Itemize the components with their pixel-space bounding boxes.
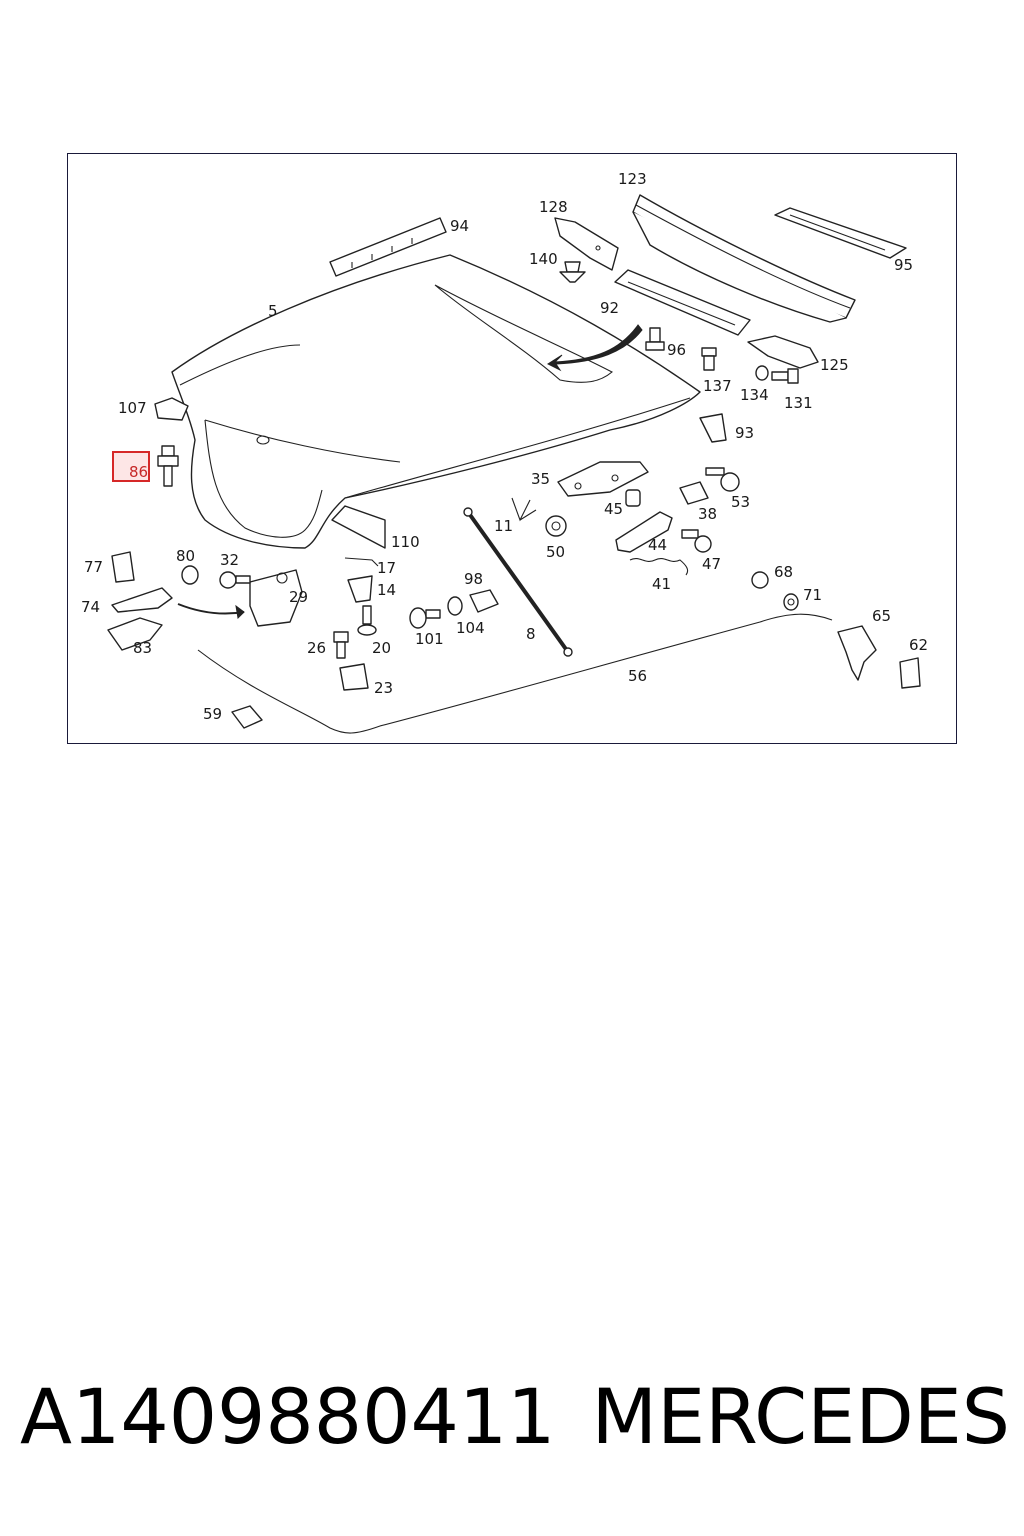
callout-140: 140	[529, 250, 558, 268]
gas-strut-8	[463, 507, 573, 657]
part-number: A1409880411	[20, 1372, 556, 1461]
callout-44: 44	[648, 536, 667, 554]
plug-80	[181, 565, 199, 585]
lever-44	[615, 511, 673, 553]
strip-94	[329, 217, 447, 277]
callout-20: 20	[372, 639, 391, 657]
sleeve-38	[679, 481, 709, 505]
callout-86-highlighted: 86	[129, 463, 148, 481]
callout-80: 80	[176, 547, 195, 565]
callout-26: 26	[307, 639, 326, 657]
deflector-110	[331, 505, 386, 549]
callout-17: 17	[377, 559, 396, 577]
callout-125: 125	[820, 356, 849, 374]
nut-104	[447, 596, 463, 616]
seal-123	[632, 194, 856, 323]
grommet-68	[751, 571, 769, 589]
bolt-96	[645, 327, 665, 351]
callout-98: 98	[464, 570, 483, 588]
hood-part	[171, 254, 701, 549]
callout-74: 74	[81, 598, 100, 616]
clip-77	[111, 551, 135, 583]
cover-83	[107, 617, 163, 651]
release-handle-65	[837, 625, 877, 681]
callout-59: 59	[203, 705, 222, 723]
bolt-47	[681, 529, 712, 553]
bolt-26	[333, 631, 349, 659]
bracket-128	[554, 217, 619, 271]
ring-71	[783, 593, 799, 611]
callout-32: 32	[220, 551, 239, 569]
callout-95: 95	[894, 256, 913, 274]
seal-92	[614, 269, 751, 336]
diagram-frame	[67, 153, 957, 744]
caption: A1409880411 MERCEDES	[20, 1372, 1010, 1461]
callout-104: 104	[456, 619, 485, 637]
clip-140	[559, 261, 586, 283]
callout-128: 128	[539, 198, 568, 216]
washer-134	[755, 365, 769, 381]
nut-50	[545, 515, 567, 537]
callout-14: 14	[377, 581, 396, 599]
callout-5: 5	[268, 302, 278, 320]
clip-17	[344, 557, 379, 567]
callout-65: 65	[872, 607, 891, 625]
callout-92: 92	[600, 299, 619, 317]
callout-137: 137	[703, 377, 732, 395]
callout-68: 68	[774, 563, 793, 581]
callout-35: 35	[531, 470, 550, 488]
bolt-32	[219, 571, 251, 589]
clip-59	[231, 705, 263, 729]
bracket-74	[111, 587, 173, 613]
callout-71: 71	[803, 586, 822, 604]
lock-29	[249, 569, 303, 627]
callout-11: 11	[494, 517, 513, 535]
buffer-107	[154, 397, 189, 421]
callout-101: 101	[415, 630, 444, 648]
bolt-131	[771, 368, 799, 384]
screw-20	[357, 605, 377, 636]
callout-93: 93	[735, 424, 754, 442]
callout-50: 50	[546, 543, 565, 561]
hinge-35	[557, 461, 649, 497]
callout-110: 110	[391, 533, 420, 551]
callout-47: 47	[702, 555, 721, 573]
cover-93	[699, 413, 727, 443]
callout-62: 62	[909, 636, 928, 654]
brand-name: MERCEDES	[591, 1372, 1010, 1461]
callout-8: 8	[526, 625, 536, 643]
seal-95	[774, 207, 907, 259]
callout-96: 96	[667, 341, 686, 359]
highlight-box	[112, 451, 150, 482]
callout-123: 123	[618, 170, 647, 188]
bolt-53	[705, 467, 740, 492]
callout-56: 56	[628, 667, 647, 685]
spring-41	[629, 558, 689, 576]
cable-56	[197, 613, 833, 734]
callout-83: 83	[133, 639, 152, 657]
callout-94: 94	[450, 217, 469, 235]
callout-29: 29	[289, 588, 308, 606]
callout-77: 77	[84, 558, 103, 576]
bolt-86	[157, 445, 179, 487]
callout-23: 23	[374, 679, 393, 697]
callout-131: 131	[784, 394, 813, 412]
bolt-137	[701, 347, 717, 371]
callout-41: 41	[652, 575, 671, 593]
bolt-101	[409, 607, 441, 629]
callout-45: 45	[604, 500, 623, 518]
bushing-45	[625, 489, 641, 507]
latch-23	[339, 663, 369, 691]
bracket-125	[747, 335, 819, 369]
callout-38: 38	[698, 505, 717, 523]
callout-134: 134	[740, 386, 769, 404]
callout-53: 53	[731, 493, 750, 511]
bracket-14	[347, 575, 373, 603]
spring-11	[511, 497, 537, 522]
sleeve-98	[469, 589, 499, 613]
clip-62	[899, 657, 921, 689]
callout-107: 107	[118, 399, 147, 417]
